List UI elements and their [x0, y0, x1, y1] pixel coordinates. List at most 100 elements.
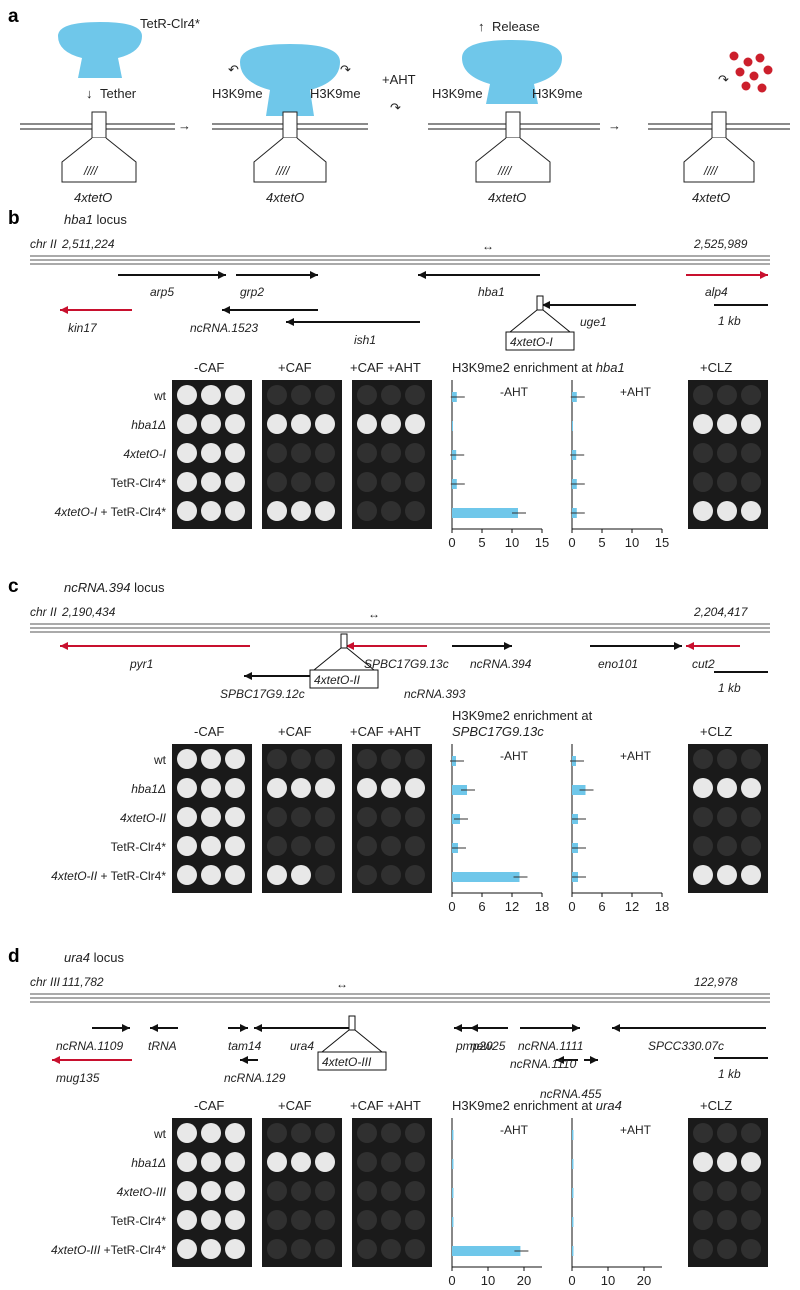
growth-spot — [693, 414, 713, 434]
strain-label: 4xtetO-I + TetR-Clr4* — [55, 505, 167, 519]
growth-spot — [177, 1123, 197, 1143]
strain-suffix: + TetR-Clr4* — [97, 505, 166, 519]
growth-spot — [201, 1123, 221, 1143]
tick-label: 10 — [601, 1273, 615, 1285]
coord-right: 2,525,989 — [693, 237, 748, 251]
growth-spot — [291, 1239, 311, 1259]
growth-spot — [225, 749, 245, 769]
condition-label: +CAF — [278, 1098, 312, 1113]
teto-insertion: 4xtetO-I — [505, 295, 575, 351]
growth-spot — [315, 1239, 335, 1259]
teto-marks: //// — [497, 164, 513, 178]
growth-spot — [741, 472, 761, 492]
h3k9me-label-4: H3K9me — [532, 86, 583, 101]
growth-spot — [717, 1239, 737, 1259]
growth-spot — [693, 1210, 713, 1230]
teto-marks: //// — [275, 164, 291, 178]
gene-label: new25 — [470, 1039, 506, 1053]
growth-spot — [693, 778, 713, 798]
growth-spot — [741, 1239, 761, 1259]
growth-spot — [693, 1181, 713, 1201]
gene-arrow — [236, 271, 318, 279]
growth-spot — [291, 836, 311, 856]
growth-spot — [405, 414, 425, 434]
strain-text: wt — [153, 389, 167, 403]
growth-spot — [225, 836, 245, 856]
gene-label: alp4 — [705, 285, 728, 299]
growth-spot — [381, 807, 401, 827]
gene-arrow — [590, 642, 682, 650]
condition-label: +CLZ — [700, 724, 732, 739]
gene-arrow — [612, 1024, 766, 1032]
growth-spot — [357, 501, 377, 521]
growth-spot — [201, 414, 221, 434]
release-arrow-icon: ↑ — [478, 19, 485, 34]
chromosome-line — [30, 993, 770, 1003]
panel-letter-a: a — [8, 6, 19, 27]
growth-spot — [741, 1210, 761, 1230]
gene-label: pmp20 — [455, 1039, 493, 1053]
growth-spot — [741, 836, 761, 856]
growth-spot — [291, 501, 311, 521]
growth-spot — [405, 1239, 425, 1259]
tetr-clr4-bound-icon — [240, 44, 340, 116]
strain-genotype: 4xtetO-I — [55, 505, 98, 519]
gene-arrow — [686, 642, 740, 650]
growth-spot — [741, 1181, 761, 1201]
growth-spot — [381, 1210, 401, 1230]
growth-spot — [315, 414, 335, 434]
growth-spot — [741, 778, 761, 798]
growth-spot — [693, 501, 713, 521]
growth-spot — [201, 836, 221, 856]
growth-spot — [225, 385, 245, 405]
tick-label: 10 — [505, 535, 519, 550]
growth-spot — [381, 1239, 401, 1259]
growth-spot — [741, 749, 761, 769]
gene-label: hba1 — [478, 285, 505, 299]
gene-label: ura4 — [290, 1039, 314, 1053]
growth-spot — [741, 1152, 761, 1172]
growth-spot — [267, 1210, 287, 1230]
growth-spot — [225, 443, 245, 463]
gene-arrow — [222, 306, 318, 314]
growth-spot — [693, 749, 713, 769]
strain-label: wt — [153, 753, 167, 767]
spot-plate — [352, 380, 432, 529]
growth-spot — [225, 1239, 245, 1259]
growth-spot — [357, 749, 377, 769]
growth-spot — [177, 472, 197, 492]
tick-label: 0 — [568, 535, 575, 550]
growth-spot — [315, 443, 335, 463]
region-marker-icon: ↔ — [368, 607, 380, 621]
growth-spot — [741, 414, 761, 434]
growth-spot — [693, 1239, 713, 1259]
growth-spot — [405, 1210, 425, 1230]
growth-spot — [381, 385, 401, 405]
enrichment-target: hba1 — [596, 360, 625, 375]
scale-label: 1 kb — [718, 681, 741, 695]
gene-label: ncRNA.1110 — [510, 1057, 577, 1071]
growth-spot — [225, 1181, 245, 1201]
growth-spot — [201, 749, 221, 769]
growth-spot — [291, 807, 311, 827]
growth-spot — [405, 443, 425, 463]
growth-spot — [291, 1181, 311, 1201]
tick-label: 5 — [598, 535, 605, 550]
aht-arrow-icon: ↷ — [390, 100, 401, 115]
coord-right: 2,204,417 — [693, 605, 749, 619]
coord-left: 2,511,224 — [61, 237, 115, 251]
growth-spot — [201, 1152, 221, 1172]
growth-spot — [315, 1152, 335, 1172]
growth-spot — [291, 414, 311, 434]
panel-a: a TetR-Clr4* ↓ Tether //// 4xtetO → ↶ ↷ … — [8, 6, 790, 205]
gene-arrow — [52, 1056, 132, 1064]
locus-suffix: locus — [130, 580, 164, 595]
chromosome-label: chr III — [30, 975, 61, 989]
growth-spot — [225, 1152, 245, 1172]
growth-spot — [405, 385, 425, 405]
growth-spot — [225, 807, 245, 827]
